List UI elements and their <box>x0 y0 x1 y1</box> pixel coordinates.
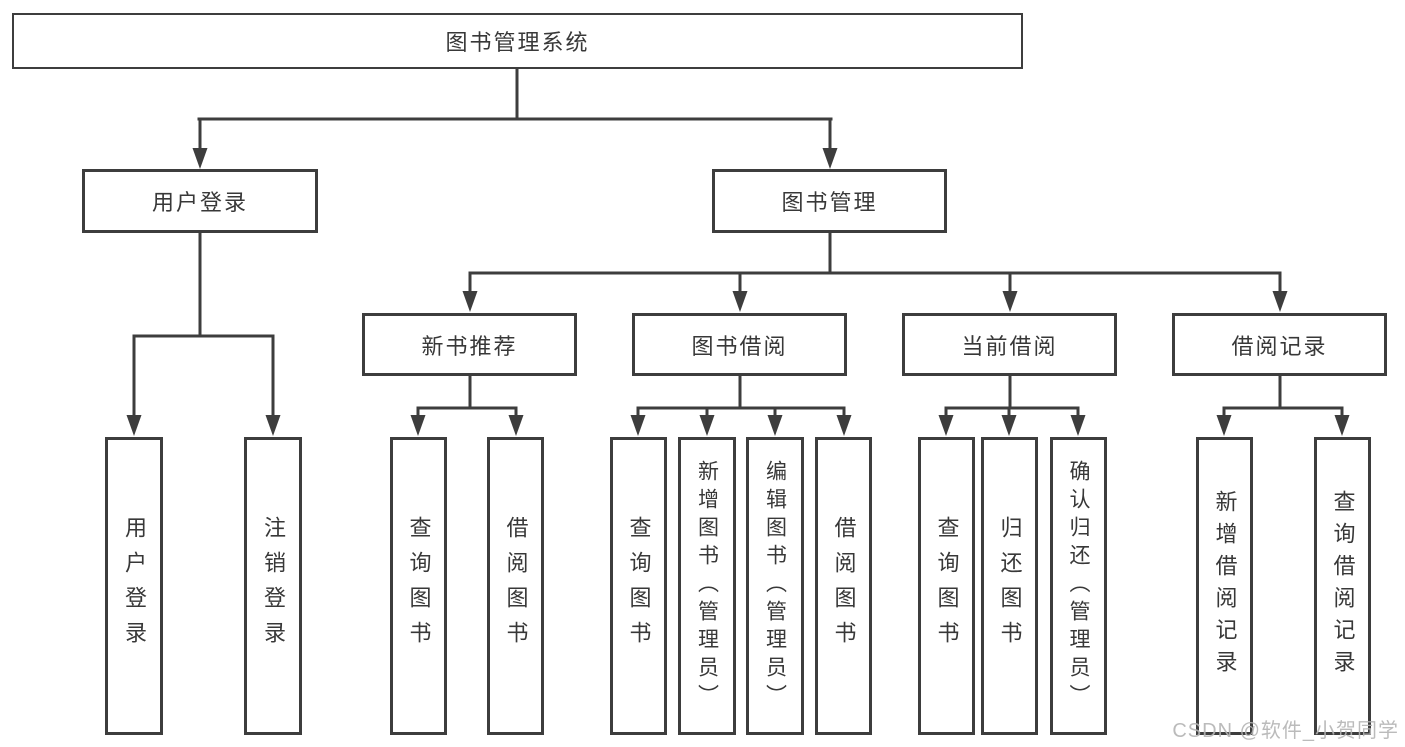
node-user-login-label: 用户登录 <box>151 190 248 215</box>
node-confirm-return-admin: 确认归还（管理员） <box>1050 437 1107 735</box>
node-borrow-books-newrec: 借阅图书 <box>487 437 544 735</box>
node-add-book-admin-label: 新增图书（管理员） <box>695 460 719 712</box>
connector-arrows <box>126 119 1350 436</box>
node-query-borrow-record-label: 查询借阅记录 <box>1330 490 1356 682</box>
node-new-book-recommend: 新书推荐 <box>362 313 577 376</box>
node-query-borrow-record: 查询借阅记录 <box>1314 437 1371 735</box>
node-user-login-leaf-label: 用户登录 <box>122 516 147 656</box>
node-user-login-leaf: 用户登录 <box>105 437 163 735</box>
node-edit-book-admin: 编辑图书（管理员） <box>746 437 804 735</box>
node-confirm-return-admin-label: 确认归还（管理员） <box>1067 460 1090 712</box>
node-query-books-currentgrp-label: 查询图书 <box>934 516 960 656</box>
node-edit-book-admin-label: 编辑图书（管理员） <box>763 460 787 712</box>
node-root-label: 图书管理系统 <box>445 30 590 55</box>
node-current-borrowing-label: 当前借阅 <box>961 333 1058 359</box>
node-borrow-books-borrowgrp-label: 借阅图书 <box>831 516 857 656</box>
node-logout: 注销登录 <box>244 437 302 735</box>
node-return-books: 归还图书 <box>981 437 1038 735</box>
node-return-books-label: 归还图书 <box>997 516 1023 656</box>
node-add-borrow-record-label: 新增借阅记录 <box>1212 490 1238 682</box>
node-add-borrow-record: 新增借阅记录 <box>1196 437 1253 735</box>
node-query-books-borrowgrp: 查询图书 <box>610 437 667 735</box>
node-root: 图书管理系统 <box>12 13 1023 69</box>
node-book-borrowing: 图书借阅 <box>632 313 847 376</box>
node-borrowing-records: 借阅记录 <box>1172 313 1387 376</box>
node-add-book-admin: 新增图书（管理员） <box>678 437 736 735</box>
node-borrow-books-borrowgrp: 借阅图书 <box>815 437 872 735</box>
node-borrow-books-newrec-label: 借阅图书 <box>503 516 529 656</box>
node-book-management-label: 图书管理 <box>781 190 878 215</box>
csdn-watermark: CSDN @软件_小贺同学 <box>1172 720 1399 742</box>
node-book-management: 图书管理 <box>712 169 947 233</box>
node-logout-label: 注销登录 <box>261 516 286 656</box>
node-current-borrowing: 当前借阅 <box>902 313 1117 376</box>
node-query-books-currentgrp: 查询图书 <box>918 437 975 735</box>
node-user-login: 用户登录 <box>82 169 318 233</box>
node-query-books-newrec: 查询图书 <box>390 437 447 735</box>
node-new-book-recommend-label: 新书推荐 <box>421 333 518 359</box>
node-query-books-newrec-label: 查询图书 <box>406 516 432 656</box>
node-book-borrowing-label: 图书借阅 <box>691 333 788 359</box>
node-borrowing-records-label: 借阅记录 <box>1231 333 1328 359</box>
node-query-books-borrowgrp-label: 查询图书 <box>626 516 652 656</box>
